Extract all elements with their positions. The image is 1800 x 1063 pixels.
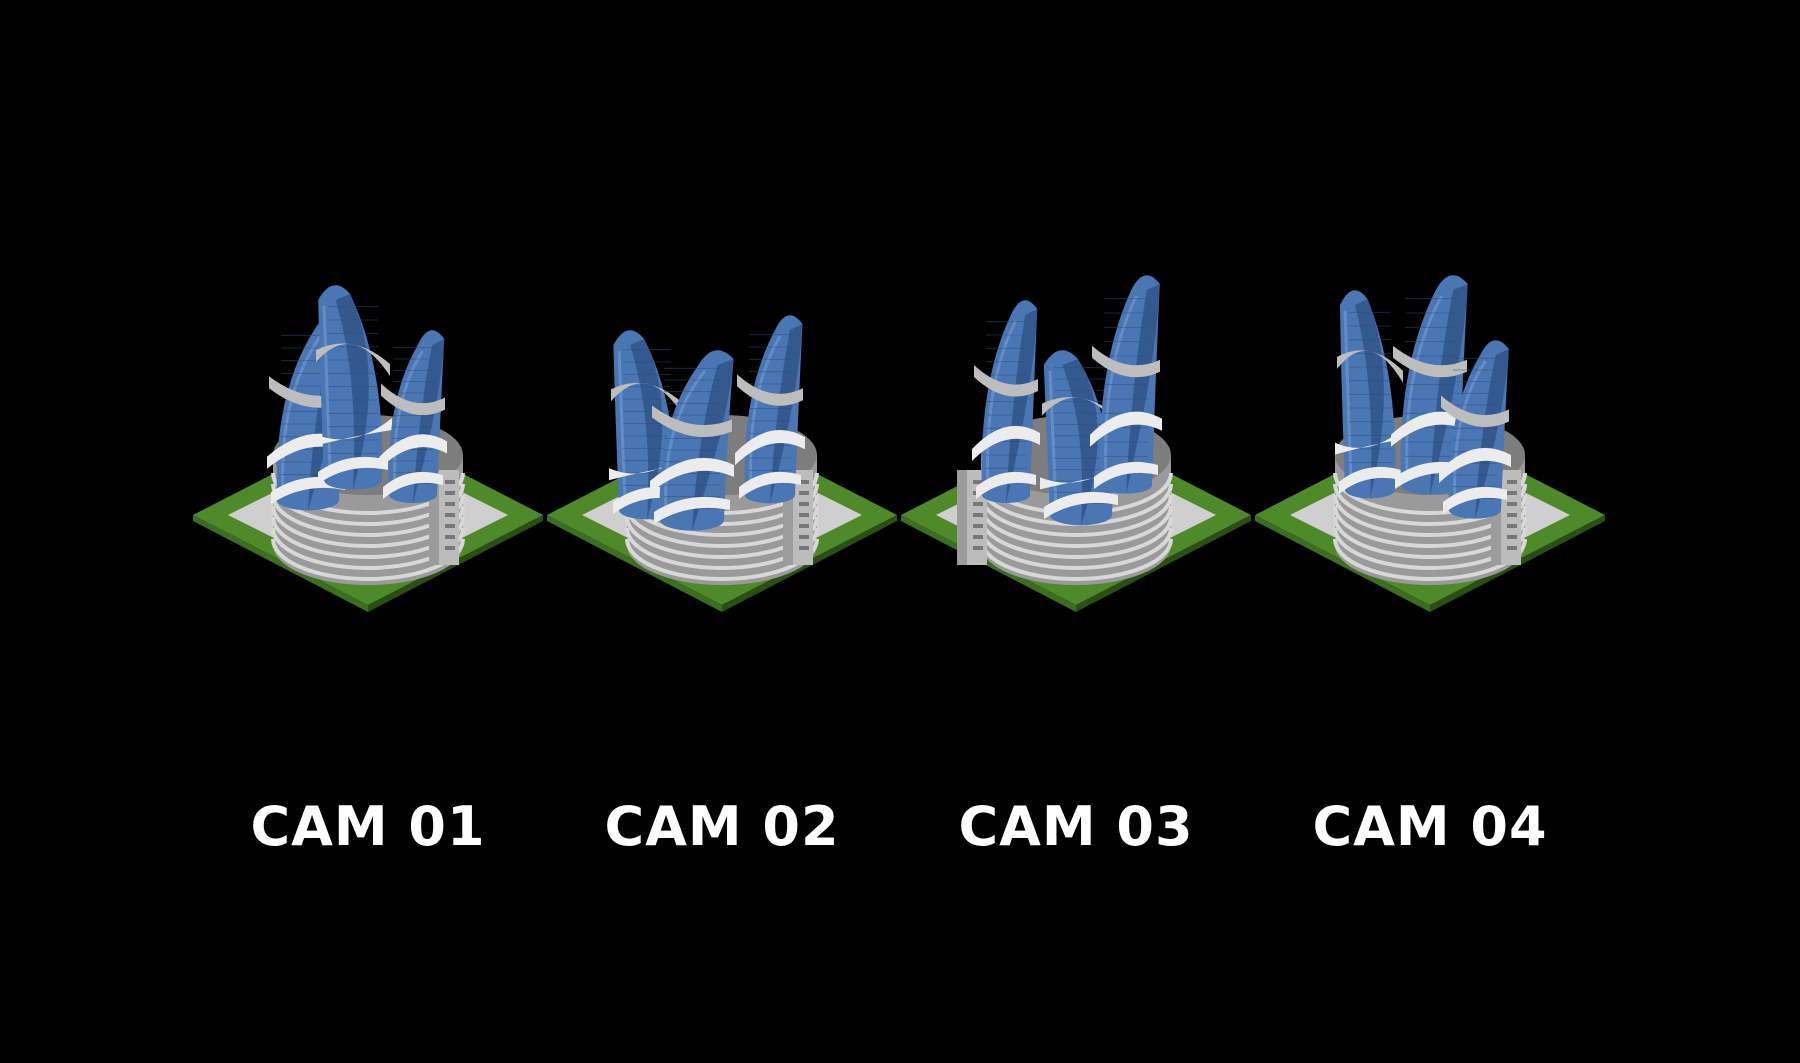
cam-view-04: CAM 04 bbox=[1250, 0, 1610, 1063]
ribbon-band bbox=[381, 383, 445, 416]
ribbon-band bbox=[316, 343, 390, 376]
ribbon-band bbox=[611, 382, 683, 416]
ribbon-band bbox=[972, 425, 1040, 461]
ribbon-band bbox=[1042, 397, 1120, 430]
tower-complex-render-cam04 bbox=[1255, 275, 1605, 612]
ribbon-band bbox=[314, 418, 392, 446]
glass-tower bbox=[314, 285, 392, 490]
cam-view-01: CAM 01 bbox=[188, 0, 548, 1063]
ribbon-band bbox=[652, 405, 732, 438]
ribbon-band bbox=[735, 430, 805, 466]
ribbon-band bbox=[1335, 426, 1405, 455]
tower-complex-render-cam02 bbox=[547, 315, 897, 612]
ribbon-band bbox=[737, 374, 803, 406]
cam-label-01: CAM 01 bbox=[250, 795, 486, 858]
ribbon-band bbox=[974, 365, 1038, 397]
ribbon-band bbox=[650, 457, 734, 493]
ribbon-band bbox=[1337, 350, 1403, 383]
glass-tower bbox=[379, 330, 447, 503]
cam-label-03: CAM 03 bbox=[958, 795, 1194, 858]
glass-tower bbox=[650, 350, 734, 531]
glass-tower bbox=[1335, 290, 1405, 499]
cam-label-04: CAM 04 bbox=[1312, 795, 1548, 858]
tower-complex-render-cam03 bbox=[901, 275, 1251, 612]
glass-tower bbox=[735, 315, 805, 504]
glass-tower bbox=[1090, 275, 1162, 494]
glass-tower bbox=[1391, 275, 1469, 495]
ribbon-band bbox=[1092, 345, 1160, 378]
cam-view-03: CAM 03 bbox=[896, 0, 1256, 1063]
ribbon-band bbox=[1393, 345, 1467, 378]
glass-tower bbox=[972, 300, 1040, 503]
glass-tower bbox=[1439, 340, 1511, 519]
ribbon-band bbox=[1040, 461, 1122, 490]
ribbon-band bbox=[379, 434, 447, 470]
ribbon-band bbox=[1090, 411, 1162, 447]
tower-complex-render-cam01 bbox=[193, 285, 543, 612]
ribbon-band bbox=[609, 452, 685, 481]
cam-label-02: CAM 02 bbox=[604, 795, 840, 858]
ribbon-band bbox=[1391, 411, 1469, 447]
ribbon-band bbox=[1441, 395, 1509, 428]
cam-view-02: CAM 02 bbox=[542, 0, 902, 1063]
ribbon-band bbox=[1439, 447, 1511, 483]
